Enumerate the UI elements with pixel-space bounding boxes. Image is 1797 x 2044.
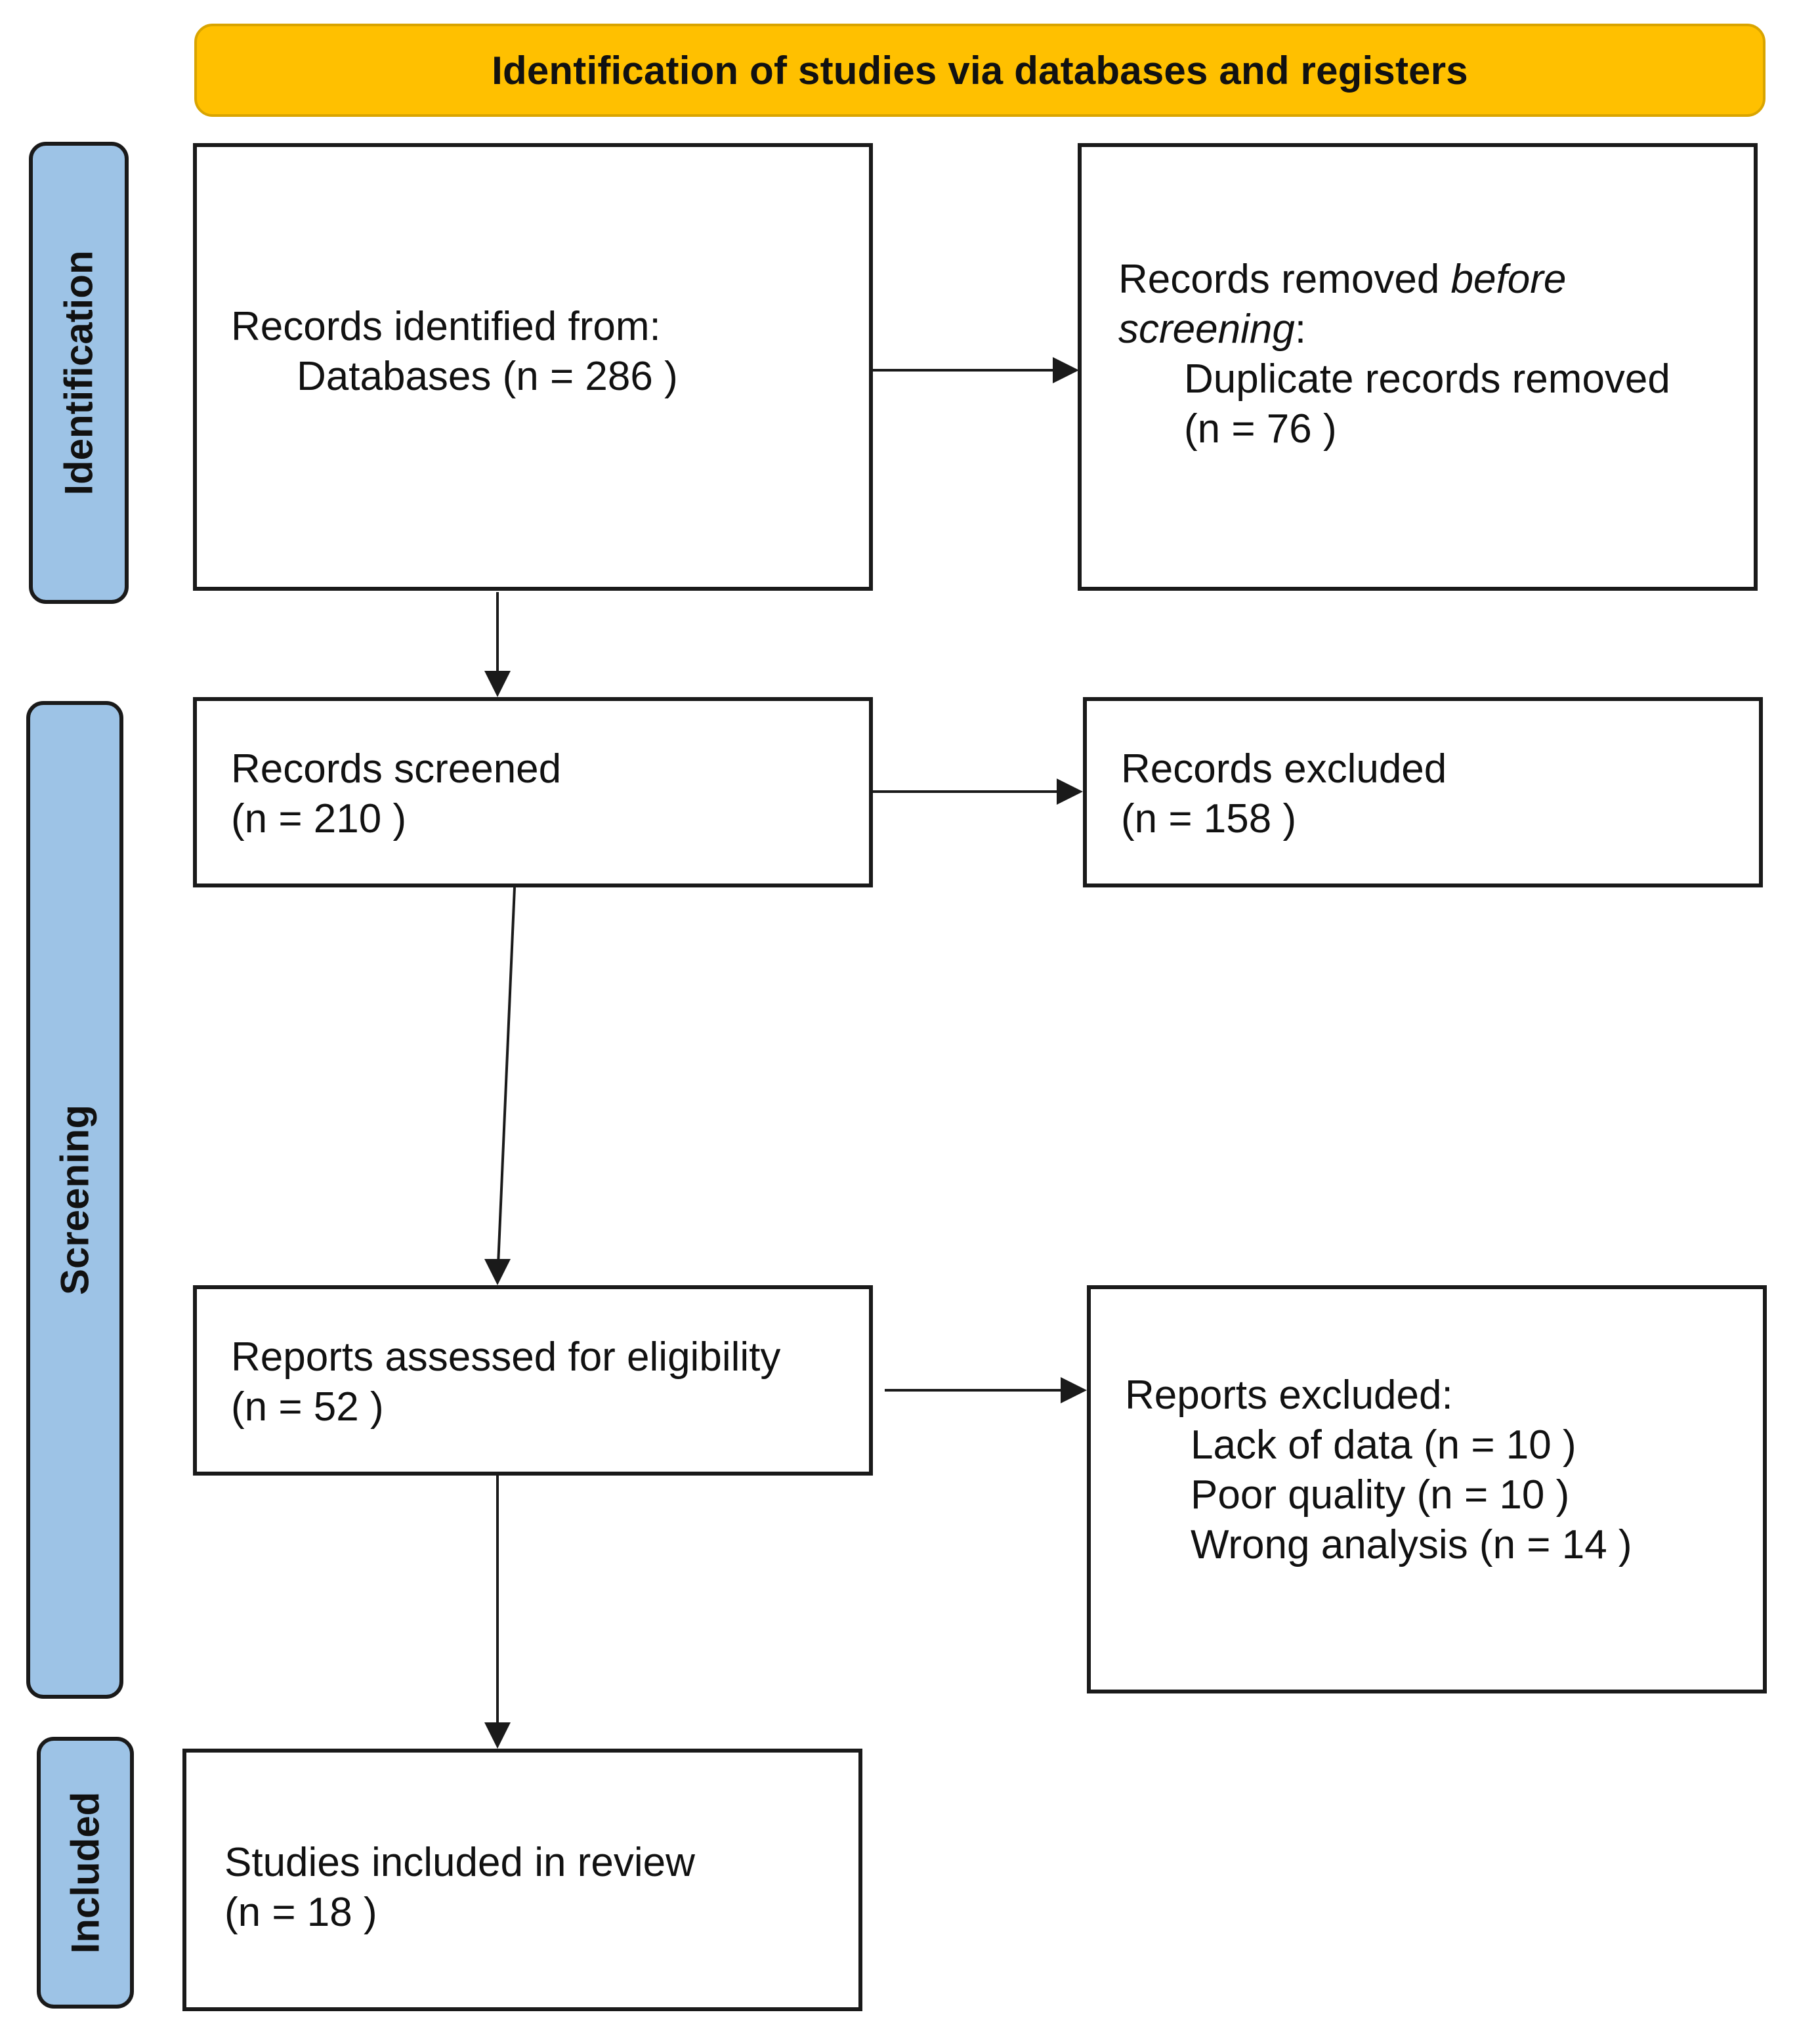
records-removed-heading-italic: before [1450, 257, 1567, 302]
box-reports-excluded: Reports excluded: Lack of data (n = 10 )… [1087, 1285, 1767, 1693]
box-reports-assessed: Reports assessed for eligibility (n = 52… [193, 1285, 873, 1476]
records-removed-count: (n = 76 ) [1184, 406, 1337, 452]
records-excluded-count: (n = 158 ) [1121, 796, 1297, 841]
records-screened-heading: Records screened [231, 746, 562, 792]
records-removed-heading-plain: Records removed [1118, 257, 1451, 302]
records-identified-databases: Databases (n = 286 ) [297, 354, 678, 399]
banner-title-text: Identification of studies via databases … [492, 48, 1468, 93]
arrowhead-removed [1053, 357, 1079, 383]
banner-title: Identification of studies via databases … [194, 24, 1765, 117]
arrowhead-reports-excluded [1061, 1377, 1087, 1403]
records-removed-duplicates: Duplicate records removed [1184, 356, 1670, 402]
reports-excluded-reason: Poor quality (n = 10 ) [1191, 1472, 1570, 1518]
records-removed-heading-2: screening: [1118, 305, 1754, 354]
records-removed-heading: Records removed before [1118, 255, 1754, 305]
reports-excluded-reason: Wrong analysis (n = 14 ) [1191, 1522, 1632, 1567]
records-identified-heading: Records identified from: [231, 304, 661, 349]
box-records-removed: Records removed before screening: Duplic… [1078, 143, 1758, 591]
arrowhead-assessed [484, 1259, 511, 1285]
arrowhead-excluded [1057, 778, 1083, 805]
records-excluded-heading: Records excluded [1121, 746, 1447, 792]
studies-included-heading: Studies included in review [224, 1840, 695, 1885]
reports-assessed-heading: Reports assessed for eligibility [231, 1334, 781, 1380]
box-records-identified: Records identified from: Databases (n = … [193, 143, 873, 591]
records-removed-heading-italic-2: screening [1118, 307, 1295, 352]
phase-screening: Screening [26, 701, 123, 1699]
arrow-screened-to-assessed [496, 887, 516, 1281]
reports-excluded-reason: Lack of data (n = 10 ) [1191, 1422, 1576, 1468]
box-records-screened: Records screened (n = 210 ) [193, 697, 873, 887]
reports-excluded-heading: Reports excluded: [1125, 1373, 1453, 1418]
phase-included: Included [37, 1737, 134, 2009]
box-records-excluded: Records excluded (n = 158 ) [1083, 697, 1763, 887]
records-removed-heading-colon: : [1294, 307, 1307, 352]
reports-assessed-count: (n = 52 ) [231, 1384, 384, 1430]
records-screened-count: (n = 210 ) [231, 796, 407, 841]
box-studies-included: Studies included in review (n = 18 ) [182, 1749, 862, 2011]
arrowhead-screened [484, 671, 511, 697]
phase-identification: Identification [29, 142, 129, 604]
arrowhead-included [484, 1722, 511, 1749]
studies-included-count: (n = 18 ) [224, 1890, 377, 1935]
